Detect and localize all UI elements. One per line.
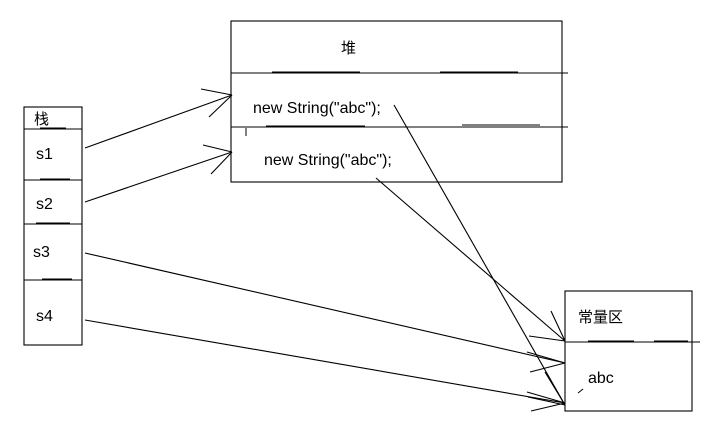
arrow-s3-to-constant-abc	[84, 252, 566, 373]
stack-box: 栈 s1 s2 s3 s4	[23, 106, 83, 346]
stack-cell-label-s3: s3	[33, 244, 50, 261]
arrow-heap2-head-upper	[550, 310, 566, 342]
arrow-heap1-shaft	[393, 104, 566, 406]
heap-object-label-1: new String("abc");	[253, 100, 381, 117]
arrow-s4-to-constant-abc	[84, 319, 566, 412]
heap-object-label-2: new String("abc");	[264, 152, 392, 169]
stack-cell-label-s2: s2	[36, 196, 53, 213]
arrow-s4-head-upper	[526, 391, 566, 404]
heap-box: 堆 new String("abc"); new String("abc");	[230, 20, 568, 183]
arrow-s2-shaft	[84, 151, 233, 203]
arrow-s2-to-heap-object-2	[84, 144, 233, 203]
arrow-s1-head-upper	[200, 88, 233, 96]
arrow-heap1-head-lower	[527, 396, 566, 406]
constant-pool-box-outline	[564, 290, 693, 412]
arrow-heap2-shaft	[375, 177, 566, 342]
arrow-heap-object-2-to-constant-abc	[375, 177, 566, 342]
heap-header-label: 堆	[341, 40, 356, 57]
arrow-s3-head-lower	[529, 362, 566, 373]
arrow-s2-head-lower	[210, 151, 233, 175]
arrow-heap2-head-lower	[528, 335, 566, 342]
arrow-s1-to-heap-object-1	[84, 88, 233, 149]
constant-pool-header-label: 常量区	[578, 309, 623, 326]
stray-mark	[577, 388, 584, 394]
stack-cell-label-s4: s4	[36, 308, 53, 325]
arrow-s4-shaft	[84, 319, 566, 404]
constant-pool-entry-label-abc: abc	[588, 370, 614, 387]
stack-box-outline	[23, 106, 83, 346]
constant-pool-box: 常量区 abc	[564, 290, 700, 412]
arrow-s3-shaft	[84, 252, 566, 364]
heap-box-outline	[230, 20, 563, 183]
arrow-s3-head-upper	[526, 351, 566, 364]
stack-cell-label-s1: s1	[36, 146, 53, 163]
arrow-s1-head-lower	[208, 94, 233, 118]
arrow-heap1-head-upper	[544, 371, 566, 406]
stack-header-label: 栈	[34, 111, 49, 128]
arrow-s2-head-upper	[202, 144, 233, 153]
arrow-s1-shaft	[84, 94, 233, 149]
arrow-heap-object-1-to-constant-abc	[393, 104, 566, 406]
